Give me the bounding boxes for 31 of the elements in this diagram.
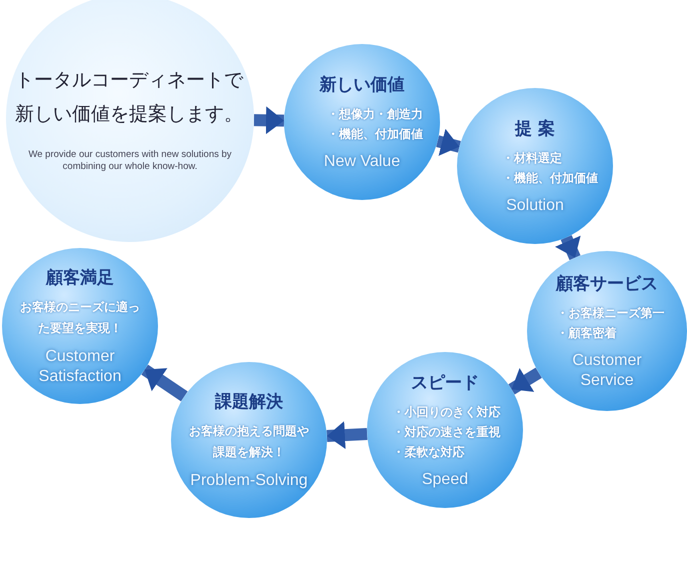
bullet-item: ・機能、付加価値 [327,126,423,142]
arrow [554,235,581,260]
node-heading: 課題解決 [215,390,283,412]
bullet-item: ・柔軟な対応 [392,444,464,460]
arrow [254,106,284,134]
bullet-item: ・材料選定 [502,150,562,166]
node-heading: 顧客満足 [46,266,114,288]
english-label: Solution [506,196,564,216]
node-heading: 新しい価値 [320,74,404,96]
node-heading: 顧客サービス [556,272,658,294]
arrow [141,364,188,402]
description: お客様のニーズに適った要望を実現！ [20,298,140,336]
node-heading: スピード [411,372,479,394]
bullet-item: ・お客様ニーズ第一 [556,304,664,322]
bullet-item: ・機能、付加価値 [502,170,598,186]
english-label: Customer Satisfaction [38,346,122,386]
bullet-item: ・顧客密着 [556,324,616,342]
tagline: トータルコーディネートで新しい価値を提案します。 [15,68,244,127]
description: お客様の抱える問題や課題を解決！ [188,422,310,460]
description: We provide our customers with new solutions by combining our whole know-how. [27,149,233,173]
arrow [436,128,461,156]
arrow [326,421,368,450]
arrow [508,368,542,394]
bullet-item: ・想像力・創造力 [327,106,423,122]
english-label: Speed [422,470,468,490]
english-label: Customer Service [571,350,643,390]
bullet-item: ・小回りのきく対応 [392,404,500,420]
english-label: Problem-Solving [190,470,308,490]
english-label: New Value [324,152,400,172]
bullet-item: ・対応の速さを重視 [392,424,500,440]
node-heading: 提 案 [515,118,555,140]
